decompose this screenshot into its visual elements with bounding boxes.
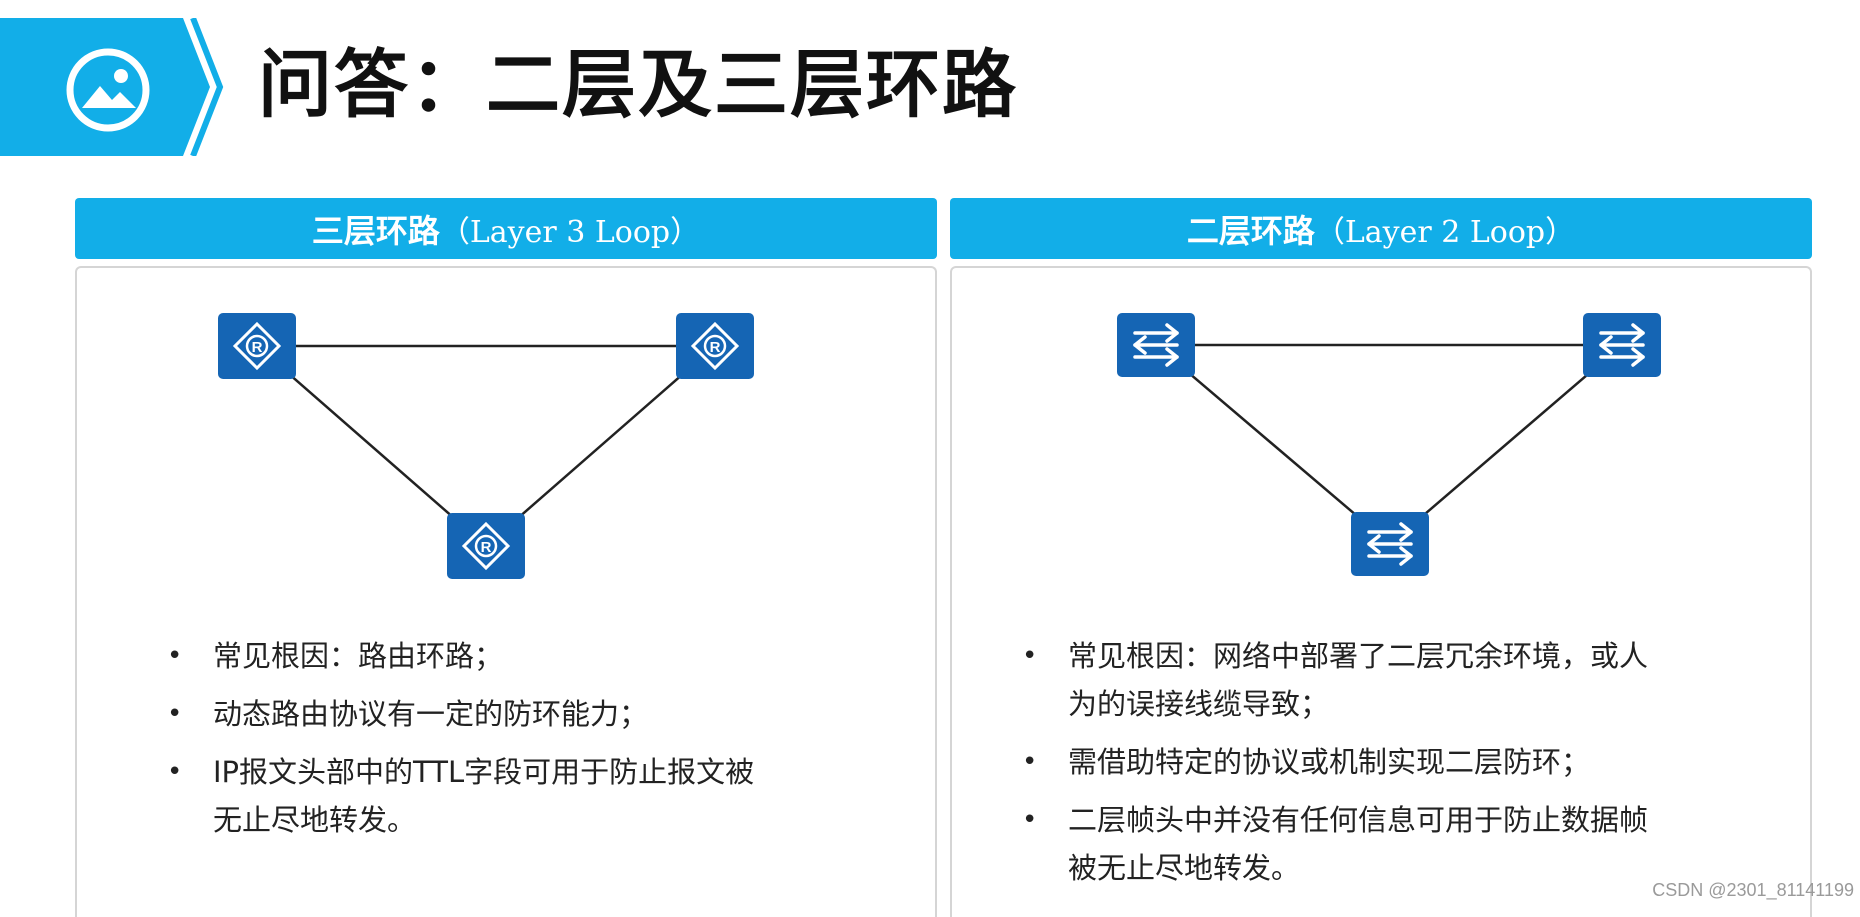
svg-text:R: R — [481, 539, 492, 556]
switch-icon — [1351, 512, 1429, 576]
bullet-dot: • — [1022, 747, 1038, 777]
link-r1-r3 — [256, 345, 487, 547]
bullet-dot: • — [167, 641, 183, 671]
svg-text:R: R — [252, 339, 263, 356]
svg-text:R: R — [710, 339, 721, 356]
panel-body-layer3 — [75, 266, 937, 917]
list-item: •需借助特定的协议或机制实现二层防环； — [1022, 738, 1702, 786]
bullet-dot: • — [1022, 641, 1038, 671]
panel-header-layer3: 三层环路 （Layer 3 Loop） — [75, 198, 937, 259]
page-title: 问答：二层及三层环路 — [258, 42, 1018, 128]
switch-icon — [1583, 313, 1661, 377]
router-icon: R — [676, 313, 754, 379]
router-icon: R — [218, 313, 296, 379]
list-item: •IP报文头部中的TTL字段可用于防止报文被无止尽地转发。 — [167, 748, 773, 844]
image-icon — [66, 48, 150, 132]
link-r2-r3 — [485, 345, 716, 547]
header-banner — [0, 18, 224, 156]
layer3-bullet-list: •常见根因：路由环路； •动态路由协议有一定的防环能力； •IP报文头部中的TT… — [167, 632, 787, 854]
panel-body-layer2 — [950, 266, 1812, 917]
bullet-dot: • — [167, 757, 183, 787]
layer3-links — [256, 344, 716, 547]
watermark: CSDN @2301_81141199 — [1652, 880, 1854, 900]
panel-title-en: （Layer 2 Loop） — [1314, 214, 1576, 250]
panel-header-layer2: 二层环路 （Layer 2 Loop） — [950, 198, 1812, 259]
bullet-dot: • — [1022, 805, 1038, 835]
list-item: •常见根因：网络中部署了二层冗余环境，或人为的误接线缆导致； — [1022, 632, 1648, 728]
list-item: •常见根因：路由环路； — [167, 632, 787, 680]
link-s2-s3 — [1389, 344, 1623, 545]
layer2-links — [1155, 343, 1623, 545]
switch-icon — [1117, 313, 1195, 377]
bullet-dot: • — [167, 699, 183, 729]
panel-title-cn: 三层环路 — [311, 211, 440, 250]
panel-title-en: （Layer 3 Loop） — [439, 214, 701, 250]
router-icon: R — [447, 513, 525, 579]
layer2-bullet-list: •常见根因：网络中部署了二层冗余环境，或人为的误接线缆导致； •需借助特定的协议… — [1022, 632, 1702, 902]
link-s1-s3 — [1155, 344, 1391, 545]
list-item: •动态路由协议有一定的防环能力； — [167, 690, 787, 738]
list-item: •二层帧头中并没有任何信息可用于防止数据帧被无止尽地转发。 — [1022, 796, 1648, 892]
panel-title-cn: 二层环路 — [1186, 211, 1315, 250]
